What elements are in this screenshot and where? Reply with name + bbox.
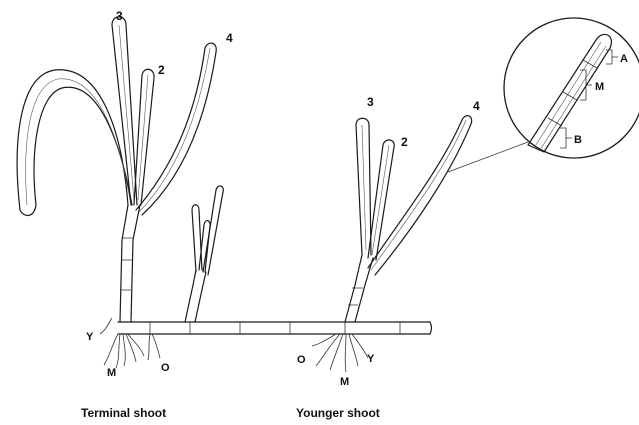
segment-label-a: A: [620, 53, 628, 65]
terminal-leaf-label-4: 4: [226, 31, 233, 45]
terminal-root-label-y: Y: [86, 331, 94, 343]
younger-root-label-o: O: [297, 354, 306, 366]
magnified-leaf-inset: [448, 18, 639, 172]
younger-leaf-label-2: 2: [401, 135, 408, 149]
younger-roots: [312, 334, 368, 372]
younger-leaf-3: [356, 118, 371, 255]
younger-leaf-4: [368, 116, 472, 275]
younger-root-label-y: Y: [367, 353, 375, 365]
terminal-leaf-label-3: 3: [116, 9, 123, 23]
terminal-side-shoot: [185, 270, 206, 322]
terminal-shoot-caption: Terminal shoot: [81, 406, 166, 420]
younger-leaf-label-3: 3: [367, 95, 374, 109]
segment-label-m: M: [595, 81, 604, 93]
younger-root-label-m: M: [340, 376, 349, 388]
terminal-roots: [100, 318, 160, 368]
segment-label-b: B: [574, 134, 582, 146]
rhizome: [118, 322, 432, 334]
younger-shoot-caption: Younger shoot: [296, 406, 380, 420]
terminal-leaf-label-2: 2: [158, 63, 165, 77]
terminal-curved-leaf: [17, 70, 132, 216]
terminal-root-label-m: M: [107, 367, 116, 379]
terminal-root-label-o: O: [161, 362, 170, 374]
terminal-shoot: [17, 17, 223, 368]
terminal-leaf-2: [134, 69, 154, 205]
younger-leaf-label-4: 4: [473, 99, 480, 113]
younger-leaf-2: [368, 140, 394, 260]
